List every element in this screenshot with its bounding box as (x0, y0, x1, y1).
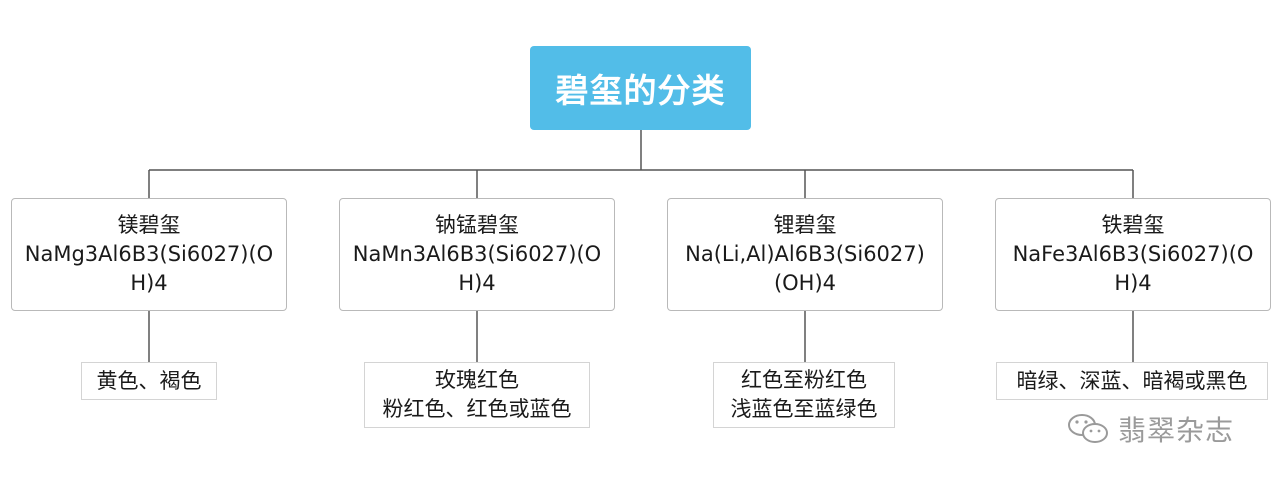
category-node-magnesium: 镁碧玺 NaMg3Al6B3(Si6027)(OH)4 (11, 198, 287, 311)
root-title: 碧玺的分类 (555, 71, 726, 110)
color-node-sodium-manganese: 玫瑰红色 粉红色、红色或蓝色 (364, 362, 590, 428)
category-name: 铁碧玺 (1101, 213, 1165, 237)
category-formula: NaMn3Al6B3(Si6027)(OH)4 (352, 242, 602, 295)
color-node-iron: 暗绿、深蓝、暗褐或黑色 (996, 362, 1268, 400)
category-name: 钠锰碧玺 (435, 213, 519, 237)
color-line: 红色至粉红色 (741, 368, 867, 392)
category-node-sodium-manganese: 钠锰碧玺 NaMn3Al6B3(Si6027)(OH)4 (339, 198, 615, 311)
wechat-icon (1068, 414, 1108, 443)
watermark-text: 翡翠杂志 (1118, 414, 1235, 447)
color-line: 玫瑰红色 (435, 368, 519, 392)
category-formula: Na(Li,Al)Al6B3(Si6027)(OH)4 (685, 242, 925, 295)
color-node-lithium: 红色至粉红色 浅蓝色至蓝绿色 (713, 362, 895, 428)
category-node-iron: 铁碧玺 NaFe3Al6B3(Si6027)(OH)4 (995, 198, 1271, 311)
color-node-magnesium: 黄色、褐色 (81, 362, 217, 400)
color-line: 黄色、褐色 (96, 368, 202, 393)
category-name: 镁碧玺 (117, 213, 181, 237)
watermark: 翡翠杂志 (1066, 409, 1234, 449)
root-node: 碧玺的分类 (530, 46, 751, 130)
category-node-lithium: 锂碧玺 Na(Li,Al)Al6B3(Si6027)(OH)4 (667, 198, 943, 311)
category-formula: NaFe3Al6B3(Si6027)(OH)4 (1012, 242, 1254, 295)
category-formula: NaMg3Al6B3(Si6027)(OH)4 (24, 242, 274, 295)
color-line: 粉红色、红色或蓝色 (382, 397, 572, 421)
color-line: 浅蓝色至蓝绿色 (730, 397, 878, 421)
category-name: 锂碧玺 (773, 213, 837, 237)
color-line: 暗绿、深蓝、暗褐或黑色 (1016, 368, 1248, 393)
